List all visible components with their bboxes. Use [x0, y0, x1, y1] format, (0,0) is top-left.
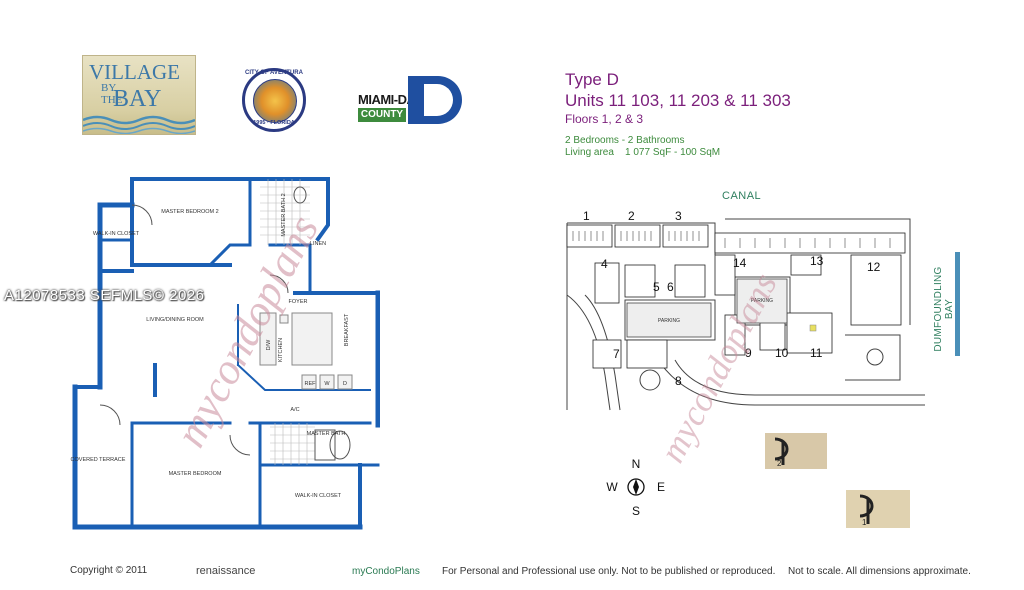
building-number-3: 3 [675, 209, 682, 223]
units-line: Units 11 103, 11 203 & 11 303 [565, 91, 791, 110]
logo-text-by: BY [101, 82, 117, 94]
seal-emblem-icon [253, 79, 297, 123]
building-number-4: 4 [601, 257, 608, 271]
floor-plan-diagram: MASTER BEDROOM 2 WALK-IN CLOSET LIVING/D… [71, 177, 380, 530]
building-number-11: 11 [810, 346, 823, 360]
room-label-dw: D/W [266, 339, 272, 351]
unit-type-title: Type D [565, 70, 619, 89]
site-map-diagram: PARKING PARKING 1 2 3 4 5 6 7 8 9 10 11 … [566, 209, 925, 411]
footer-renaissance-logo: renaissance [196, 565, 256, 577]
room-label-master-bath-2: MASTER BATH 2 [281, 193, 287, 236]
room-label-walk-in-closet: WALK-IN CLOSET [93, 231, 140, 237]
room-label-foyer: FOYER [289, 299, 308, 305]
room-label-living-dining: LIVING/DINING ROOM [146, 317, 204, 323]
legend-2-label: 2 [777, 459, 782, 468]
room-label-breakfast: BREAKFAST [344, 313, 350, 346]
seal-top-text: CITY OF AVENTURA [245, 70, 303, 76]
compass-rose-icon: N S E W [606, 457, 665, 518]
bay-water-bar [955, 252, 960, 356]
logo-text-the: THE [101, 94, 123, 106]
legend-1-label: 1 [862, 518, 867, 527]
mls-watermark: A12078533 SEFMLS© 2026 [4, 287, 205, 304]
parking-label-east: PARKING [751, 298, 773, 304]
building-number-12: 12 [867, 260, 881, 274]
bay-label-text: DUMFOUNDLING BAY [933, 266, 955, 352]
watermark-mycondoplans: mycondoplans [180, 207, 328, 454]
building-number-13: 13 [810, 254, 824, 268]
building-number-5: 5 [653, 280, 660, 294]
room-label-kitchen: KITCHEN [278, 338, 284, 362]
legend-p-icon-1: 1 [846, 490, 910, 528]
dumfoundling-bay-label: DUMFOUNDLING BAY [933, 250, 955, 360]
room-label-covered-terrace: COVERED TERRACE [71, 457, 126, 463]
footer-scale-notice: Not to scale. All dimensions approximate… [788, 566, 971, 577]
compass-e: E [657, 480, 665, 494]
building-number-10: 10 [775, 346, 789, 360]
footer-mycondoplans-logo: myCondoPlans [352, 566, 420, 577]
footer-copyright: Copyright © 2011 [70, 565, 148, 576]
canal-label: CANAL [722, 190, 762, 202]
logo-text-bay: BAY [113, 86, 162, 112]
watermark-mycondoplans-2: mycondoplans [660, 266, 785, 468]
room-label-master-bedroom-2: MASTER BEDROOM 2 [161, 209, 218, 215]
compass-n: N [632, 457, 641, 471]
building-number-2: 2 [628, 209, 635, 223]
living-area-line: Living area 1 077 SqF - 100 SqM [565, 147, 721, 158]
room-label-linen: LINEN [310, 241, 326, 247]
miami-dade-county-logo: MIAMI-DADE COUNTY [358, 76, 466, 124]
compass-w: W [606, 480, 618, 494]
city-of-aventura-seal: CITY OF AVENTURA 1995 · FLORIDA [242, 68, 306, 132]
waves-icon [83, 115, 195, 134]
legend-p-icon-2: 2 [765, 433, 827, 469]
compass-s: S [632, 504, 640, 518]
room-label-master-bath: MASTER BATH [307, 431, 346, 437]
room-label-ref: REF [305, 381, 317, 387]
room-label-master-bedroom: MASTER BEDROOM [169, 471, 222, 477]
building-number-14: 14 [733, 256, 747, 270]
parking-label-west: PARKING [658, 318, 680, 324]
floors-line: Floors 1, 2 & 3 [565, 112, 644, 126]
building-number-8: 8 [675, 374, 682, 388]
room-label-walk-in-closet-2: WALK-IN CLOSET [295, 493, 342, 499]
seal-bottom-text: 1995 · FLORIDA [253, 120, 295, 126]
highlighted-unit-marker [809, 324, 817, 332]
building-number-1: 1 [583, 209, 590, 223]
room-label-ac: A/C [290, 407, 299, 413]
footer-usage-notice: For Personal and Professional use only. … [442, 566, 776, 577]
room-label-w: W [324, 381, 330, 387]
miami-dade-d-icon [408, 76, 462, 124]
building-number-6: 6 [667, 280, 674, 294]
logo-text-village: VILLAGE [89, 60, 180, 84]
county-text: COUNTY [358, 108, 406, 122]
watermark-text: mycondoplans [180, 207, 328, 454]
village-by-the-bay-logo: VILLAGE BY BAY THE [82, 55, 196, 135]
building-number-9: 9 [745, 346, 752, 360]
building-number-7: 7 [613, 347, 620, 361]
room-label-d: D [343, 381, 347, 387]
bedrooms-line: 2 Bedrooms - 2 Bathrooms [565, 135, 685, 146]
